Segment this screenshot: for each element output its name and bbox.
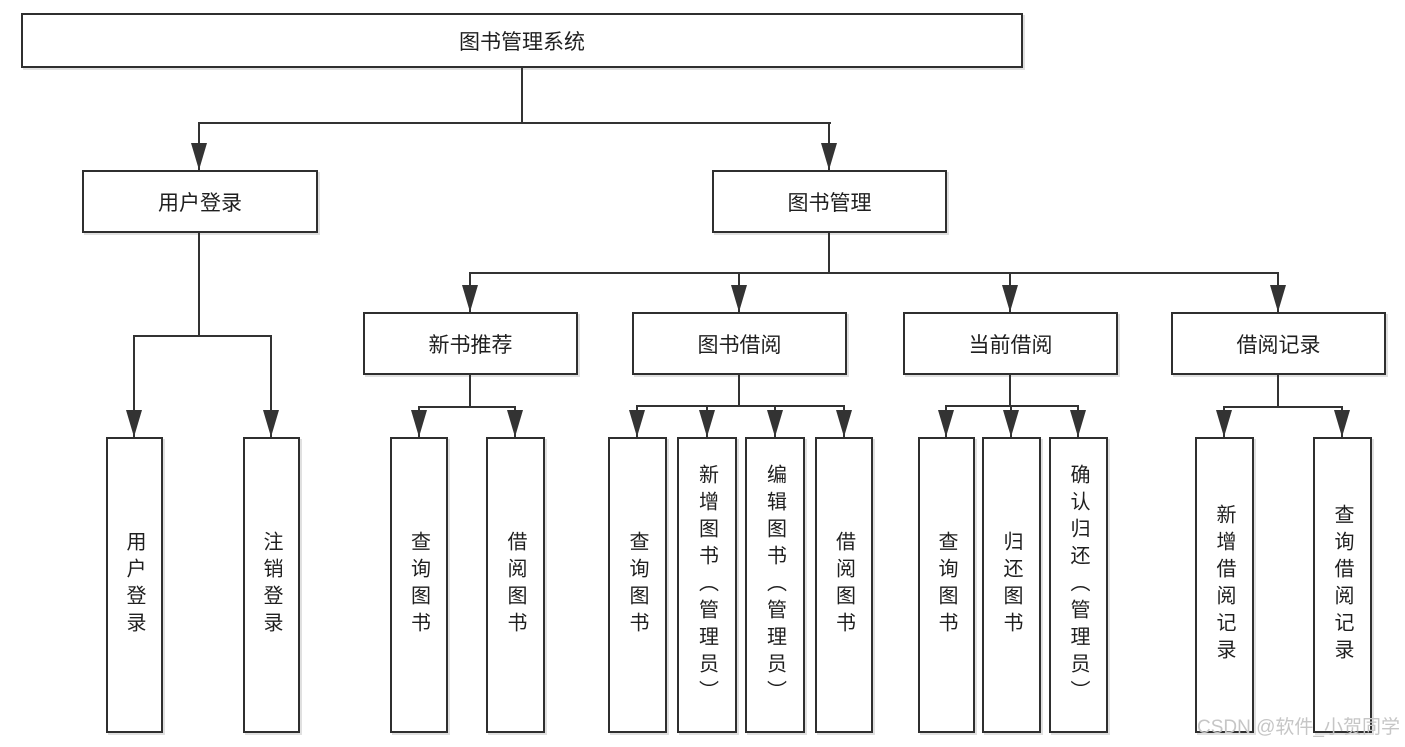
arrowhead-book-borrow-icon <box>731 285 747 312</box>
leaf-add-borrow-record: 新增借阅记录 <box>1195 437 1254 733</box>
connector-leaf-a2-drop <box>270 335 272 437</box>
connector-current-borrow-stem <box>1009 375 1011 406</box>
connector-book-borrow-bar <box>636 405 845 407</box>
connector-new-rec-bar <box>418 406 516 408</box>
connector-root-stem <box>521 68 523 122</box>
leaf-query-book-rec: 查询图书 <box>390 437 448 733</box>
leaf-user-login: 用户登录 <box>106 437 163 733</box>
node-borrow-record: 借阅记录 <box>1171 312 1386 375</box>
connector-leaf-a1-drop <box>133 335 135 437</box>
arrowhead-new-rec-icon <box>462 285 478 312</box>
arrowhead-leaf-c1-icon <box>629 410 645 437</box>
leaf-borrow-book-rec: 借阅图书 <box>486 437 545 733</box>
arrowhead-book-mgmt-icon <box>821 143 837 170</box>
node-book-borrow: 图书借阅 <box>632 312 847 375</box>
arrowhead-user-login-icon <box>191 143 207 170</box>
connector-borrow-record-stem <box>1277 375 1279 407</box>
arrowhead-borrow-record-icon <box>1270 285 1286 312</box>
csdn-watermark: CSDN @软件_小贺同学 <box>1197 717 1400 738</box>
arrowhead-leaf-c4-icon <box>836 410 852 437</box>
connector-user-login-bar <box>133 335 272 337</box>
connector-book-mgmt-stem <box>828 233 830 274</box>
arrowhead-leaf-c2-icon <box>699 410 715 437</box>
connector-book-borrow-stem <box>738 375 740 406</box>
connector-user-login-stem <box>198 233 200 336</box>
arrowhead-leaf-a1-icon <box>126 410 142 437</box>
arrowhead-leaf-e2-icon <box>1334 410 1350 437</box>
arrowhead-leaf-a2-icon <box>263 410 279 437</box>
arrowhead-leaf-d2-icon <box>1003 410 1019 437</box>
arrowhead-leaf-b2-icon <box>507 410 523 437</box>
leaf-confirm-return-admin: 确认归还（管理员） <box>1049 437 1108 733</box>
node-new-book-rec: 新书推荐 <box>363 312 578 375</box>
leaf-add-book-admin: 新增图书（管理员） <box>677 437 737 733</box>
node-user-login: 用户登录 <box>82 170 318 233</box>
arrowhead-leaf-c3-icon <box>767 410 783 437</box>
leaf-query-borrow-record: 查询借阅记录 <box>1313 437 1372 733</box>
connector-level2-bar <box>199 122 831 124</box>
connector-borrow-record-bar <box>1223 406 1343 408</box>
connector-level3-bar <box>469 272 1279 274</box>
arrowhead-leaf-d3-icon <box>1070 410 1086 437</box>
leaf-logout: 注销登录 <box>243 437 300 733</box>
leaf-query-book-current: 查询图书 <box>918 437 975 733</box>
arrowhead-leaf-e1-icon <box>1216 410 1232 437</box>
leaf-return-book: 归还图书 <box>982 437 1041 733</box>
arrowhead-current-borrow-icon <box>1002 285 1018 312</box>
connector-current-borrow-bar <box>945 405 1079 407</box>
node-library-system: 图书管理系统 <box>21 13 1023 68</box>
leaf-query-book-borrow: 查询图书 <box>608 437 667 733</box>
leaf-borrow-book: 借阅图书 <box>815 437 873 733</box>
connector-new-rec-stem <box>469 375 471 407</box>
leaf-edit-book-admin: 编辑图书（管理员） <box>745 437 805 733</box>
arrowhead-leaf-d1-icon <box>938 410 954 437</box>
node-current-borrow: 当前借阅 <box>903 312 1118 375</box>
arrowhead-leaf-b1-icon <box>411 410 427 437</box>
node-book-mgmt: 图书管理 <box>712 170 947 233</box>
